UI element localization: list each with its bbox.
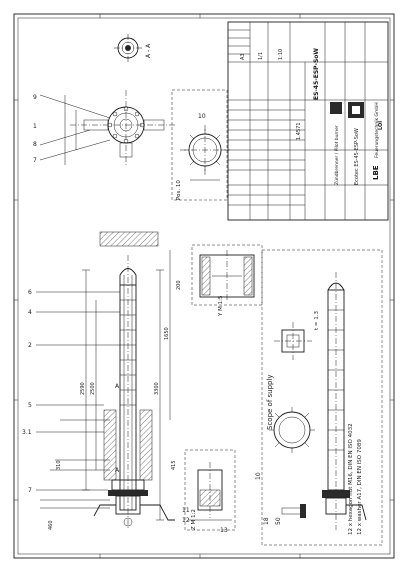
balloon-1: 1 [33,123,37,130]
balloon-7-bottom: 7 [28,487,32,494]
title-block [227,21,389,221]
section-a-a-label: A - A [145,43,152,58]
sheet-format: A3 [240,53,246,60]
scale-text: 1:10 [278,49,284,60]
balloon-10-detail: 10 [198,113,206,120]
material-text: 1.4571 [296,123,302,141]
company-name: LBE [372,165,380,180]
dim-460: 460 [48,520,54,530]
company-full: Feuerungstechnik GmbH [374,102,380,158]
sheet-number: 1/1 [258,52,264,60]
scope-of-supply-label: Scope of supply [266,374,274,430]
dim-18: 18 [263,517,270,525]
drawing-number: ES-45-ESP-SoW [313,48,320,100]
view-z-detail [184,449,236,531]
dim-2590: 2590 [80,382,86,395]
inner-border [17,17,391,555]
scope-of-supply-area [261,249,383,546]
view-z-label: Z M 1:2 [191,509,197,530]
dim-310: 310 [56,460,62,470]
balloon-5: 5 [28,402,32,409]
ratio-label: t = 1.3 [314,310,320,330]
dim-1650: 1650 [164,327,170,340]
balloon-4: 4 [28,309,32,316]
section-mark-a-upper: A [115,383,120,390]
dim-50: 50 [275,517,282,525]
dim-2500: 2500 [90,382,96,395]
section-mark-a-lower: A [115,467,120,474]
balloon-11: 11 [182,507,190,514]
view-y-label: Y M 1:5 [218,295,224,317]
flange-top-view [39,90,175,165]
dim-200: 200 [176,280,182,290]
dim-3300: 3300 [154,382,160,395]
balloon-7-top: 7 [33,157,37,164]
note-washer: 12 x washer A17, DIN EN ISO 7089 [357,439,363,535]
sheet-border [13,13,395,559]
view-y-detail [191,244,263,306]
pos-10-detail [171,89,230,201]
pos-10-label: Pos. 10 [176,180,182,200]
zone-ticks [14,14,394,558]
balloon-9: 9 [33,94,37,101]
brand-text: LOI [378,121,384,130]
balloon-12: 12 [182,517,190,524]
balloon-8: 8 [33,141,37,148]
balloon-2: 2 [28,342,32,349]
drawing-title: Ecotec ES-45-ESP-SoW [354,128,360,185]
balloon-3-1: 3.1 [22,429,32,436]
section-a-a-view [114,34,142,62]
loi-logo-mark [330,102,342,114]
drawing-subtitle: Zündbrenner / Pilot burner [334,125,340,185]
dim-10: 10 [255,472,262,480]
main-lance [93,231,175,530]
balloon-13: 13 [220,527,228,534]
main-leaders [36,291,120,491]
note-hex-nut: 12 x hexagon nut M16, DIN EN ISO 4032 [348,423,354,535]
dim-415: 415 [171,460,177,470]
balloon-6: 6 [28,289,32,296]
